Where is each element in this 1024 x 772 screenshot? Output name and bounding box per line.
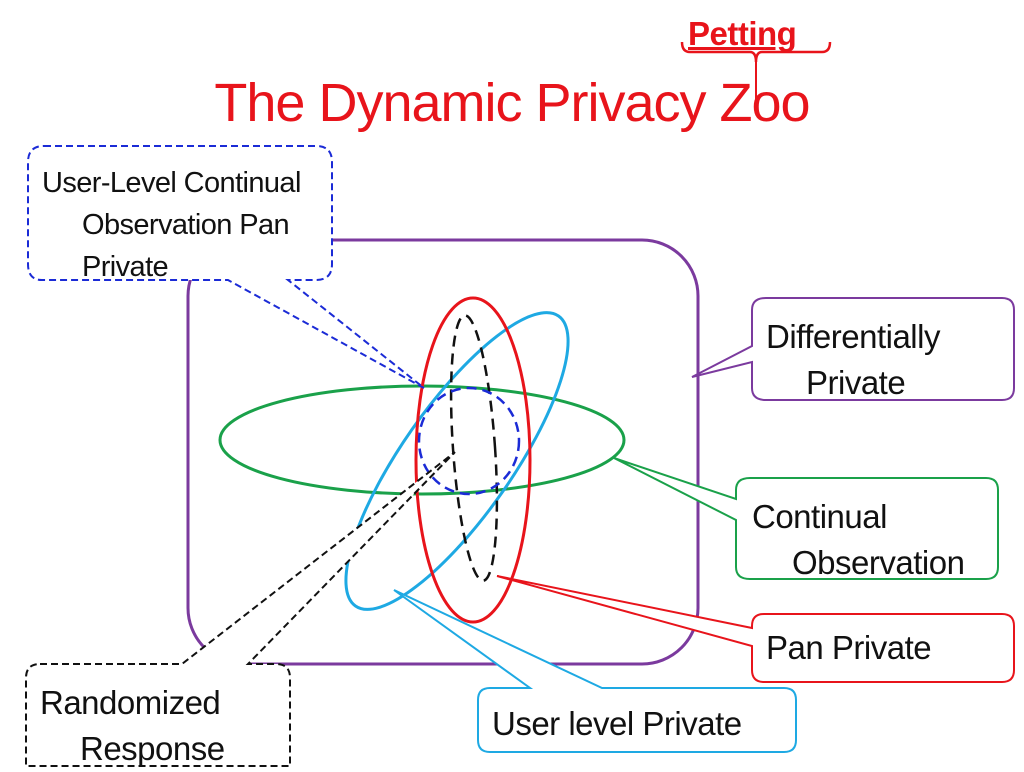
callout-ulco-line3: Private: [82, 251, 169, 283]
callout-dp-line2: Private: [806, 364, 906, 401]
callout-continual-observation: Continual Observation: [752, 494, 965, 586]
randomized-response-region: [449, 314, 499, 582]
callout-pan-private: Pan Private: [766, 629, 932, 666]
title-insert-petting: Petting: [688, 15, 797, 52]
callout-box-continual-observation: [613, 457, 999, 580]
callout-co-line1: Continual: [752, 498, 887, 535]
callout-rr-line2: Response: [80, 730, 225, 767]
differentially-private-region: [186, 238, 700, 666]
callout-box-pan-private: [496, 575, 1015, 683]
page-title: The Dynamic Privacy Zoo: [214, 73, 810, 133]
callout-user-level-continual-observation: User-Level Continual Observation Pan Pri…: [42, 162, 301, 288]
callout-box-user-level-private: [393, 589, 797, 753]
callout-co-line2: Observation: [792, 544, 965, 581]
callout-rr-line1: Randomized: [40, 684, 221, 721]
callout-box-randomized-response: [25, 451, 456, 767]
user-level-private-region: [344, 311, 570, 611]
callout-box-differentially-private: [691, 297, 1015, 401]
callout-user-level-private: User level Private: [492, 705, 742, 742]
callout-ulco-line1: User-Level Continual: [42, 167, 301, 199]
user-level-continual-observation-pan-private-region: [417, 386, 521, 496]
callout-box-user-level-continual-observation: [27, 145, 425, 389]
callout-dp-line1: Differentially: [766, 318, 940, 355]
callout-differentially-private: Differentially Private: [766, 314, 940, 406]
pan-private-region: [414, 296, 532, 624]
callout-ulco-line2: Observation Pan: [82, 209, 290, 241]
callout-randomized-response: Randomized Response: [40, 680, 225, 772]
